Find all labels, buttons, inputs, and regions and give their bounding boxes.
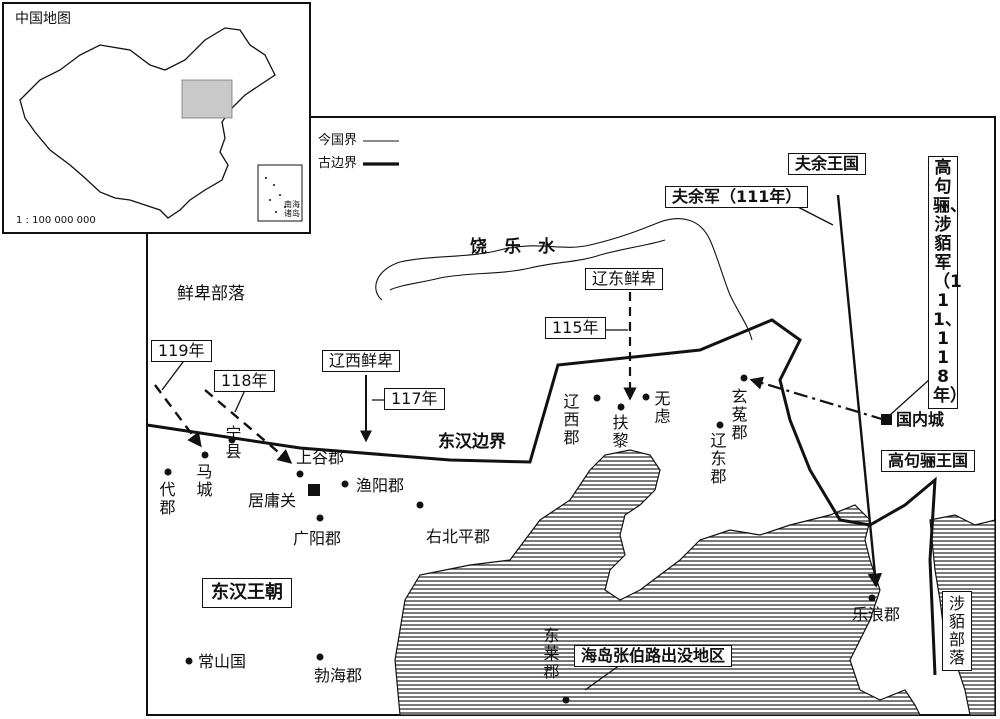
han-border-label: 东汉边界 [438, 432, 506, 452]
place-shanggu: 上谷郡 [296, 448, 345, 467]
place-fuli: 扶黎 [612, 413, 629, 450]
goguryeo-route [749, 376, 886, 422]
place-youbeiping: 右北平郡 [426, 527, 491, 546]
inset-south-sea-label: 南海诸岛 [284, 200, 300, 218]
inset-china-outline [19, 27, 276, 219]
inset-south-sea-box [257, 164, 303, 222]
place-liaoxi: 辽西郡 [563, 392, 580, 447]
place-juyong: 居庸关 [248, 491, 297, 510]
year-119-label: 119年 [151, 340, 212, 362]
year-115-label: 115年 [545, 317, 606, 339]
guonei-city-label: 国内城 [896, 410, 945, 429]
liaoxi-xianbei-label: 辽西鲜卑 [322, 350, 401, 372]
han-border [146, 318, 937, 676]
place-donglai: 东莱郡 [543, 626, 560, 681]
place-guangyang: 广阳郡 [293, 529, 342, 548]
xianbei-tribes-label: 鲜卑部落 [177, 284, 245, 304]
liaodong-xianbei-label: 辽东鲜卑 [585, 268, 664, 290]
inset-title: 中国地图 [15, 11, 71, 27]
goguryeo-army-label: 高句骊、涉貊军（111、118年） [928, 156, 967, 409]
place-yuyang: 渔阳郡 [356, 476, 405, 495]
inset-scale: 1 : 100 000 000 [16, 215, 96, 226]
fuyu-army-label: 夫余军（111年） [665, 186, 809, 208]
legend-ancient-label: 古边界 [318, 156, 358, 171]
inset-highlight [181, 79, 233, 119]
place-changshan: 常山国 [198, 652, 247, 671]
place-liaodong: 辽东郡 [710, 431, 727, 486]
year-117-label: 117年 [384, 388, 445, 410]
inset-south-sea-islands [265, 177, 286, 213]
year-118-label: 118年 [214, 370, 275, 392]
guonei-city-icon [881, 414, 892, 425]
place-lelang: 乐浪郡 [852, 605, 901, 624]
place-wulv: 无虑 [654, 389, 671, 426]
place-ningxian: 宁县 [225, 424, 242, 461]
place-macheng: 马城 [196, 462, 213, 499]
place-xuantu: 玄菟郡 [731, 387, 748, 442]
legend-modern-label: 今国界 [318, 133, 358, 148]
pirates-area-label: 海岛张伯路出没地区 [574, 645, 733, 667]
fuyu-kingdom-label: 夫余王国 [788, 153, 867, 175]
place-dai: 代郡 [159, 480, 176, 517]
xianbei-routes [154, 292, 637, 464]
raole-river [375, 218, 753, 341]
huimo-tribes-label: 涉貊部落 [942, 591, 972, 671]
city-points [164, 374, 876, 704]
goguryeo-kingdom-label: 高句骊王国 [881, 450, 976, 472]
juyong-pass-icon [308, 484, 320, 496]
han-dynasty-label: 东汉王朝 [202, 578, 292, 608]
place-bohai: 勃海郡 [314, 666, 363, 685]
raole-river-label: 饶 乐 水 [470, 237, 555, 257]
fuyu-route [836, 194, 883, 588]
